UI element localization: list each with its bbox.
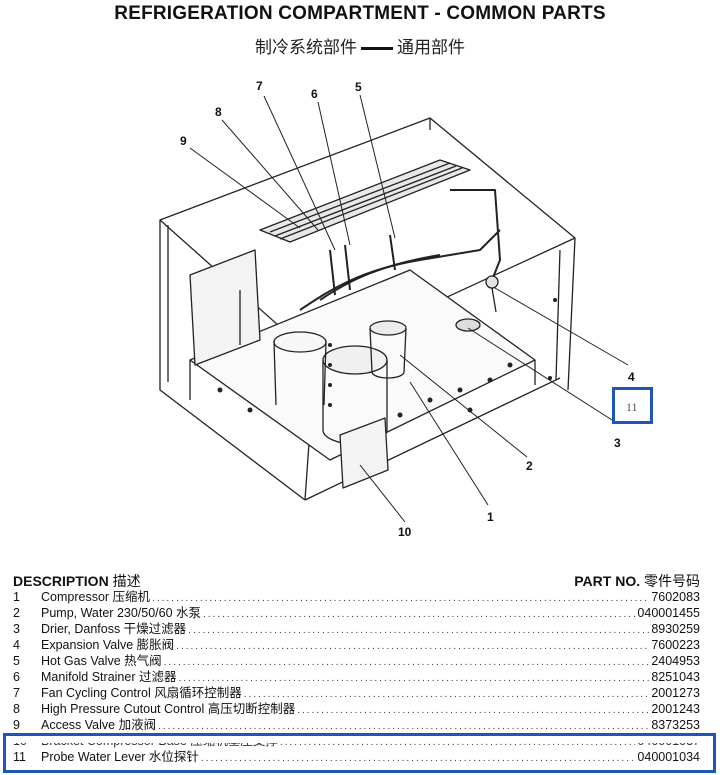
leader-2 [399,354,528,458]
subtitle-left: 制冷系统部件 [255,38,357,57]
frame-right-post [567,237,576,391]
callout-10: 10 [398,525,412,539]
callout-11-highlight-box [612,387,653,424]
leader-6 [317,101,351,246]
partno-label-cn: 零件号码 [644,573,700,589]
callout-9: 9 [180,134,187,148]
leader-9 [189,147,301,229]
callout-3: 3 [614,436,621,450]
expansion-valve [485,275,499,313]
water-pump [369,320,407,379]
subtitle-dash [361,47,393,51]
drier [455,318,481,332]
callout-8: 8 [215,105,222,119]
bracket-compressor-base [339,417,389,489]
callout-5: 5 [355,80,362,94]
leader-8 [221,119,319,231]
leader-10 [359,464,406,523]
callout-2: 2 [526,459,533,473]
page-title: REFRIGERATION COMPARTMENT - COMMON PARTS [114,3,606,24]
frame-front-left [159,220,306,501]
leader-7 [263,95,336,251]
row-11-highlight-box [3,733,716,773]
parts-table-header: DESCRIPTION 描述 PART NO. 零件号码 [13,571,700,589]
control-box [189,249,261,366]
subtitle-right: 通用部件 [397,38,465,57]
page-subtitle: 制冷系统部件 通用部件 [0,33,720,58]
callout-4: 4 [628,370,635,384]
refrigeration-compartment-diagram: 1 2 3 4 5 6 7 8 9 10 11 [159,79,638,539]
description-label: DESCRIPTION [13,573,109,589]
frame-holes [217,298,557,418]
partno-label: PART NO. [574,573,641,589]
row-overlap-mask [6,736,713,743]
piping [299,189,501,311]
callout-7: 7 [256,79,263,93]
leader-4 [494,287,629,366]
leader-3 [467,327,613,421]
condenser-coil [259,159,471,243]
leader-1 [409,381,489,506]
leader-5 [359,94,396,239]
callout-1: 1 [487,510,494,524]
description-label-cn: 描述 [112,573,141,589]
callout-11: 11 [626,400,638,414]
callout-6: 6 [311,87,318,101]
